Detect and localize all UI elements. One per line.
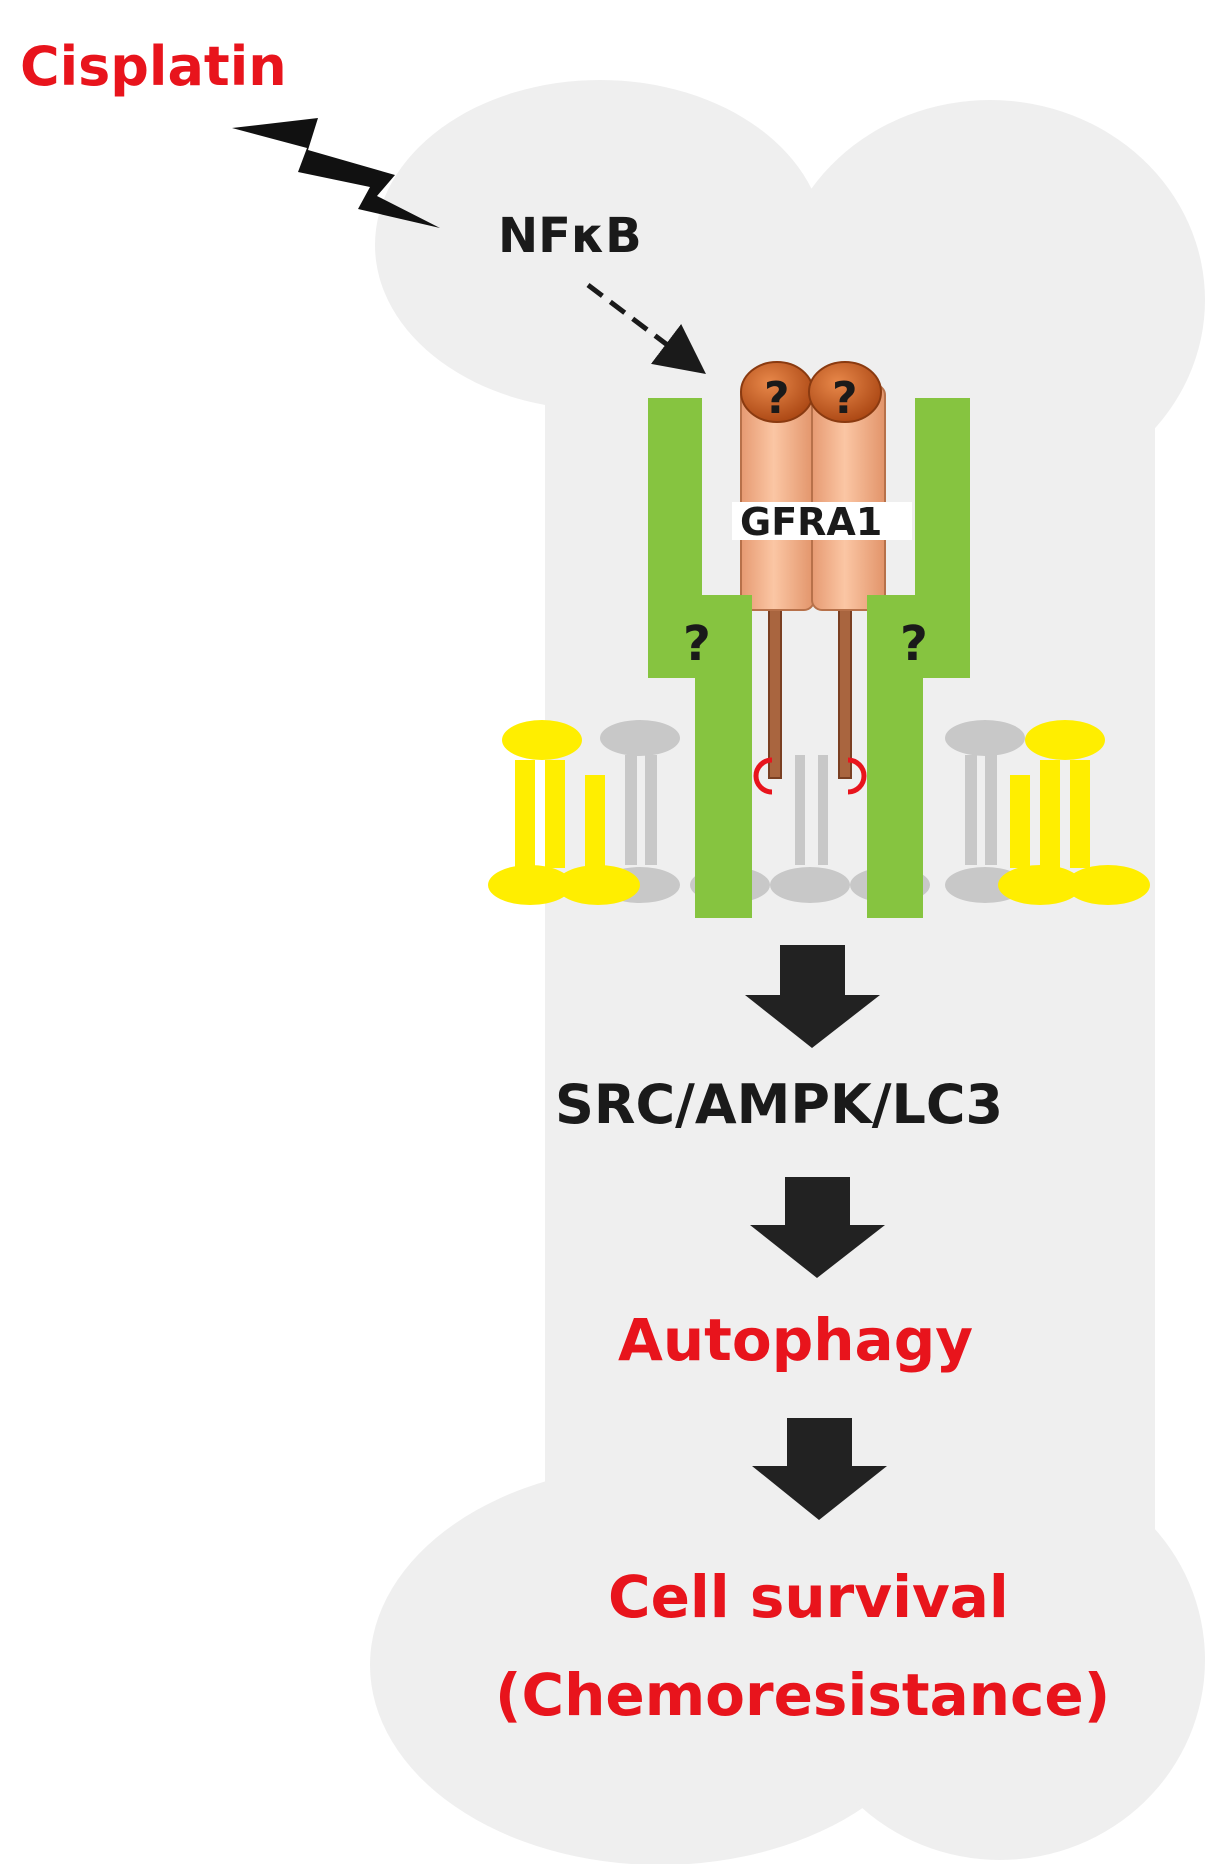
autophagy-label: Autophagy xyxy=(618,1306,973,1374)
cell-shape xyxy=(370,80,1205,1864)
pathway-label: SRC/AMPK/LC3 xyxy=(555,1073,1003,1136)
block-arrow-down-icon xyxy=(745,945,880,1048)
cell-survival-label: Cell survival xyxy=(608,1563,1009,1631)
coreceptor-question-label: ? xyxy=(900,616,928,672)
nfkb-label: NFκB xyxy=(498,208,642,264)
lipid-yellow-left xyxy=(488,720,640,905)
lightning-bolt-icon xyxy=(232,118,440,228)
gfra1-receptor xyxy=(732,384,912,611)
cisplatin-label: Cisplatin xyxy=(20,35,287,98)
gfra1-label: GFRA1 xyxy=(740,500,882,544)
coreceptor-question-label: ? xyxy=(683,616,711,672)
coreceptor-right xyxy=(867,398,970,918)
ligand-question-label: ? xyxy=(832,373,858,424)
ligand-question-label: ? xyxy=(764,373,790,424)
lipid-yellow-right xyxy=(998,720,1150,905)
block-arrow-down-icon xyxy=(750,1177,885,1278)
coreceptor-left xyxy=(648,398,752,918)
dashed-arrow-icon xyxy=(586,283,706,375)
chemoresistance-label: (Chemoresistance) xyxy=(495,1661,1110,1729)
block-arrow-down-icon xyxy=(752,1418,887,1520)
lipid-bilayer xyxy=(488,720,1150,905)
gpi-anchor-icon xyxy=(753,597,867,795)
unknown-ligand xyxy=(740,361,882,423)
